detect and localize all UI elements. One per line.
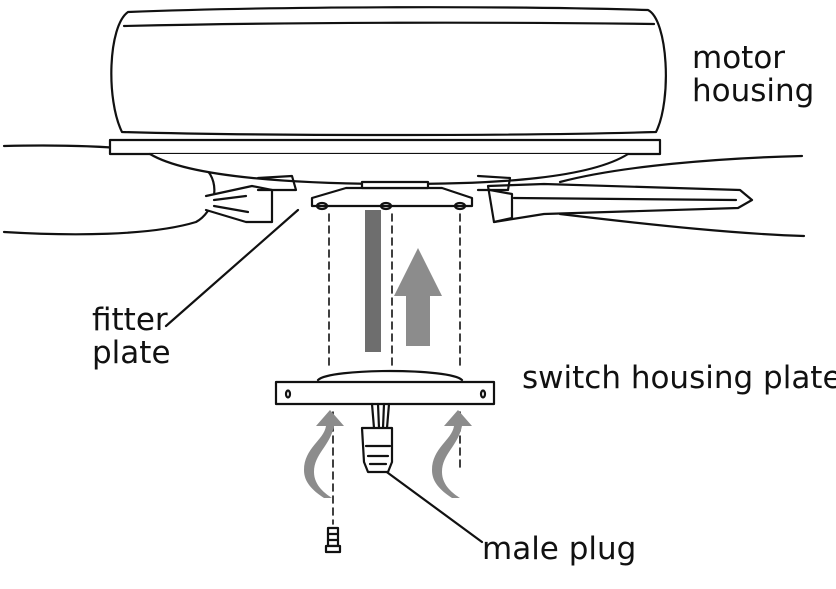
fitter-plate — [310, 180, 474, 211]
motor-housing-label: motor housing — [692, 42, 814, 108]
twist-arrows — [304, 410, 472, 498]
fitter-plate-label: fitter plate — [92, 304, 171, 370]
male-plug — [360, 402, 394, 474]
screw — [324, 526, 342, 554]
motor-housing-label-line-1: motor — [692, 40, 786, 76]
left-twist-arrow-icon — [304, 410, 344, 498]
left-fan-blade — [2, 144, 274, 236]
switch-housing-plate-label: switch housing plate — [522, 360, 836, 396]
fitter-plate-label-line-1: fitter — [92, 302, 168, 338]
switch-housing-plate — [274, 369, 496, 406]
right-fan-blade — [486, 154, 806, 238]
male-plug-label: male plug — [482, 531, 637, 567]
right-twist-arrow-icon — [432, 410, 472, 498]
motor-housing-label-line-2: housing — [692, 73, 815, 109]
motor-housing — [108, 6, 667, 192]
alignment-lines — [328, 213, 461, 525]
male-plug-leader-line — [382, 468, 484, 544]
center-rod — [365, 210, 381, 352]
fitter-plate-leader-line — [164, 208, 300, 328]
up-arrow-icon — [394, 248, 442, 346]
fitter-plate-label-line-2: plate — [92, 335, 171, 371]
